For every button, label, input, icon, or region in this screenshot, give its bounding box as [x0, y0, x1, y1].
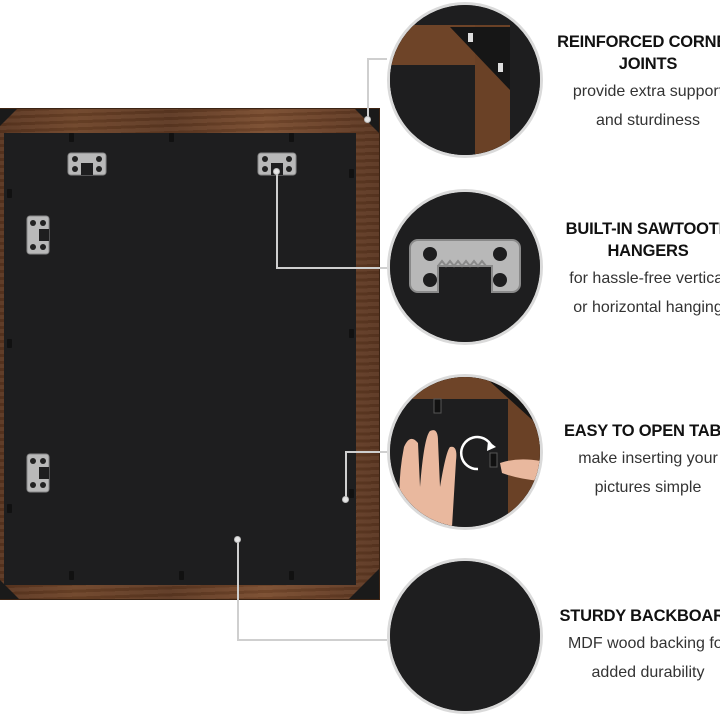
tab-clip: [169, 133, 174, 142]
feature-description: MDF wood backing for: [567, 635, 720, 652]
feature-title: EASY TO OPEN TABS: [563, 422, 720, 440]
feature-title: REINFORCED CORNER: [557, 33, 720, 51]
backboard-zoom: [387, 558, 543, 714]
callout-line: [237, 540, 239, 640]
callout-line: [345, 451, 387, 453]
tab-clip: [179, 571, 184, 580]
corner-joint-bottom-right: [349, 569, 379, 599]
feature-description: pictures simple: [594, 479, 702, 496]
feature-description: and sturdiness: [595, 112, 701, 129]
callout-dot: [273, 168, 280, 175]
corner-joint-top-left: [0, 109, 17, 127]
tab-clip: [69, 133, 74, 142]
rotate-arrow-icon: [390, 377, 540, 527]
open-tabs-zoom: [387, 374, 543, 530]
backboard-icon: [390, 561, 540, 711]
callout-line: [367, 58, 369, 118]
callout-line: [367, 58, 387, 60]
feature-title: HANGERS: [607, 242, 689, 260]
sawtooth-hanger-icon: [26, 453, 50, 493]
tab-clip: [289, 571, 294, 580]
corner-joint-zoom: [387, 2, 543, 158]
tab-clip: [349, 489, 354, 498]
feature-title: JOINTS: [618, 55, 678, 73]
tab-clip: [7, 189, 12, 198]
sawtooth-hanger-icon: [26, 215, 50, 255]
feature-description: for hassle-free vertical: [569, 270, 720, 287]
picture-frame-back: [0, 108, 380, 600]
tab-clip: [7, 339, 12, 348]
corner-joint-icon: [390, 5, 540, 155]
tab-clip: [349, 169, 354, 178]
feature-title: STURDY BACKBOARD: [559, 607, 720, 625]
feature-description: make inserting your: [578, 450, 718, 467]
callout-line: [345, 451, 347, 499]
mdf-backboard: [4, 133, 356, 585]
callout-dot: [234, 536, 241, 543]
feature-description: provide extra support: [572, 83, 720, 100]
sawtooth-hanger-icon: [257, 152, 297, 176]
callout-dot: [342, 496, 349, 503]
feature-sawtooth-hangers: BUILT-IN SAWTOOTH HANGERS for hassle-fre…: [548, 218, 720, 320]
tab-clip: [7, 504, 12, 513]
tab-clip: [69, 571, 74, 580]
callout-line: [276, 172, 278, 268]
feature-open-tabs: EASY TO OPEN TABS make inserting your pi…: [548, 420, 720, 500]
tab-clip: [289, 133, 294, 142]
feature-description: added durability: [591, 664, 705, 681]
corner-joint-bottom-left: [0, 579, 19, 599]
feature-description: or horizontal hanging: [573, 299, 720, 316]
tab-clip: [349, 329, 354, 338]
feature-backboard: STURDY BACKBOARD MDF wood backing for ad…: [548, 605, 720, 685]
feature-title: BUILT-IN SAWTOOTH: [565, 220, 720, 238]
feature-corner-joints: REINFORCED CORNER JOINTS provide extra s…: [548, 31, 720, 133]
sawtooth-hanger-icon: [67, 152, 107, 176]
sawtooth-hanger-icon: [390, 192, 540, 342]
callout-dot: [364, 116, 371, 123]
sawtooth-hanger-zoom: [387, 189, 543, 345]
callout-line: [276, 267, 388, 269]
callout-line: [237, 639, 387, 641]
